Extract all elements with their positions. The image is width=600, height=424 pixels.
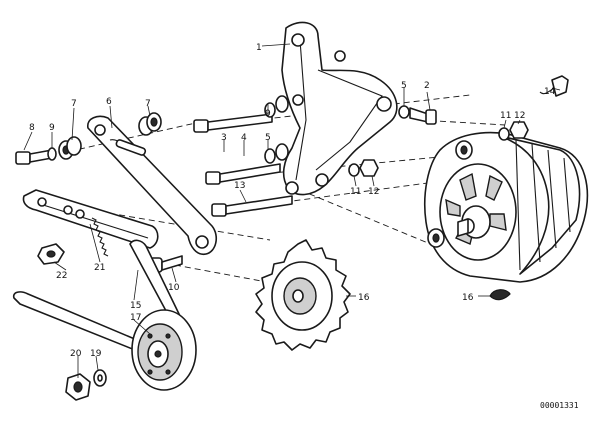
callout-7-right: 7 [145, 99, 151, 109]
callout-14: 14 [544, 87, 556, 97]
bolt-long-lower[interactable] [211, 195, 293, 217]
bolt-long-middle[interactable] [205, 163, 281, 185]
bolt-long-upper[interactable] [193, 113, 273, 133]
callout-2: 2 [424, 81, 430, 91]
spacer-7-left[interactable] [58, 136, 82, 160]
adjusting-arm[interactable] [87, 115, 218, 256]
fan[interactable] [255, 239, 351, 351]
callout-21: 21 [94, 263, 105, 273]
clip-14[interactable] [539, 75, 569, 97]
callout-8: 8 [29, 123, 35, 133]
bolt-2[interactable] [398, 105, 437, 125]
callout-11-alternator: 11 [500, 111, 511, 121]
callout-7-left: 7 [71, 99, 77, 109]
alternator[interactable] [423, 131, 589, 283]
callout-1: 1 [256, 43, 262, 53]
callout-12-alternator: 12 [514, 111, 525, 121]
callout-3: 3 [221, 133, 227, 143]
washer-5-lower[interactable] [264, 143, 289, 164]
callout-13: 13 [234, 181, 245, 191]
spacer-7-right[interactable] [138, 112, 162, 136]
tensioner-rail[interactable] [22, 189, 159, 257]
nut-22[interactable] [37, 243, 65, 265]
callout-labels: 1 2 5 3 4 5 9 6 7 7 8 9 10 13 11 12 11 1… [29, 43, 556, 359]
callout-10: 10 [168, 283, 180, 293]
callout-16-fan: 16 [358, 293, 370, 303]
washer-19[interactable] [93, 369, 107, 387]
callout-9-left: 9 [49, 123, 55, 133]
callout-19: 19 [90, 349, 102, 359]
diagram-reference-number: 00001331 [540, 401, 579, 410]
washer-9[interactable] [47, 147, 57, 161]
callout-22: 22 [56, 271, 67, 281]
callout-5-middle: 5 [265, 133, 271, 143]
callout-9: 9 [265, 109, 271, 119]
callout-5-right: 5 [401, 81, 407, 91]
pulley[interactable] [131, 309, 197, 391]
nut-11-12-bracket[interactable] [348, 159, 379, 177]
washer-5-upper[interactable] [264, 95, 289, 118]
nut-20[interactable] [65, 373, 91, 401]
bolt-8[interactable] [15, 149, 53, 165]
callout-20: 20 [70, 349, 82, 359]
callout-15: 15 [130, 301, 141, 311]
callout-11-bracket: 11 [350, 187, 361, 197]
callout-6: 6 [106, 97, 112, 107]
leader-lines [23, 43, 561, 378]
callout-4: 4 [241, 133, 247, 143]
key-16[interactable] [489, 289, 511, 301]
callout-16-key: 16 [462, 293, 474, 303]
callout-12-bracket: 12 [368, 187, 379, 197]
callout-17: 17 [130, 313, 141, 323]
upper-bracket[interactable] [281, 21, 398, 196]
